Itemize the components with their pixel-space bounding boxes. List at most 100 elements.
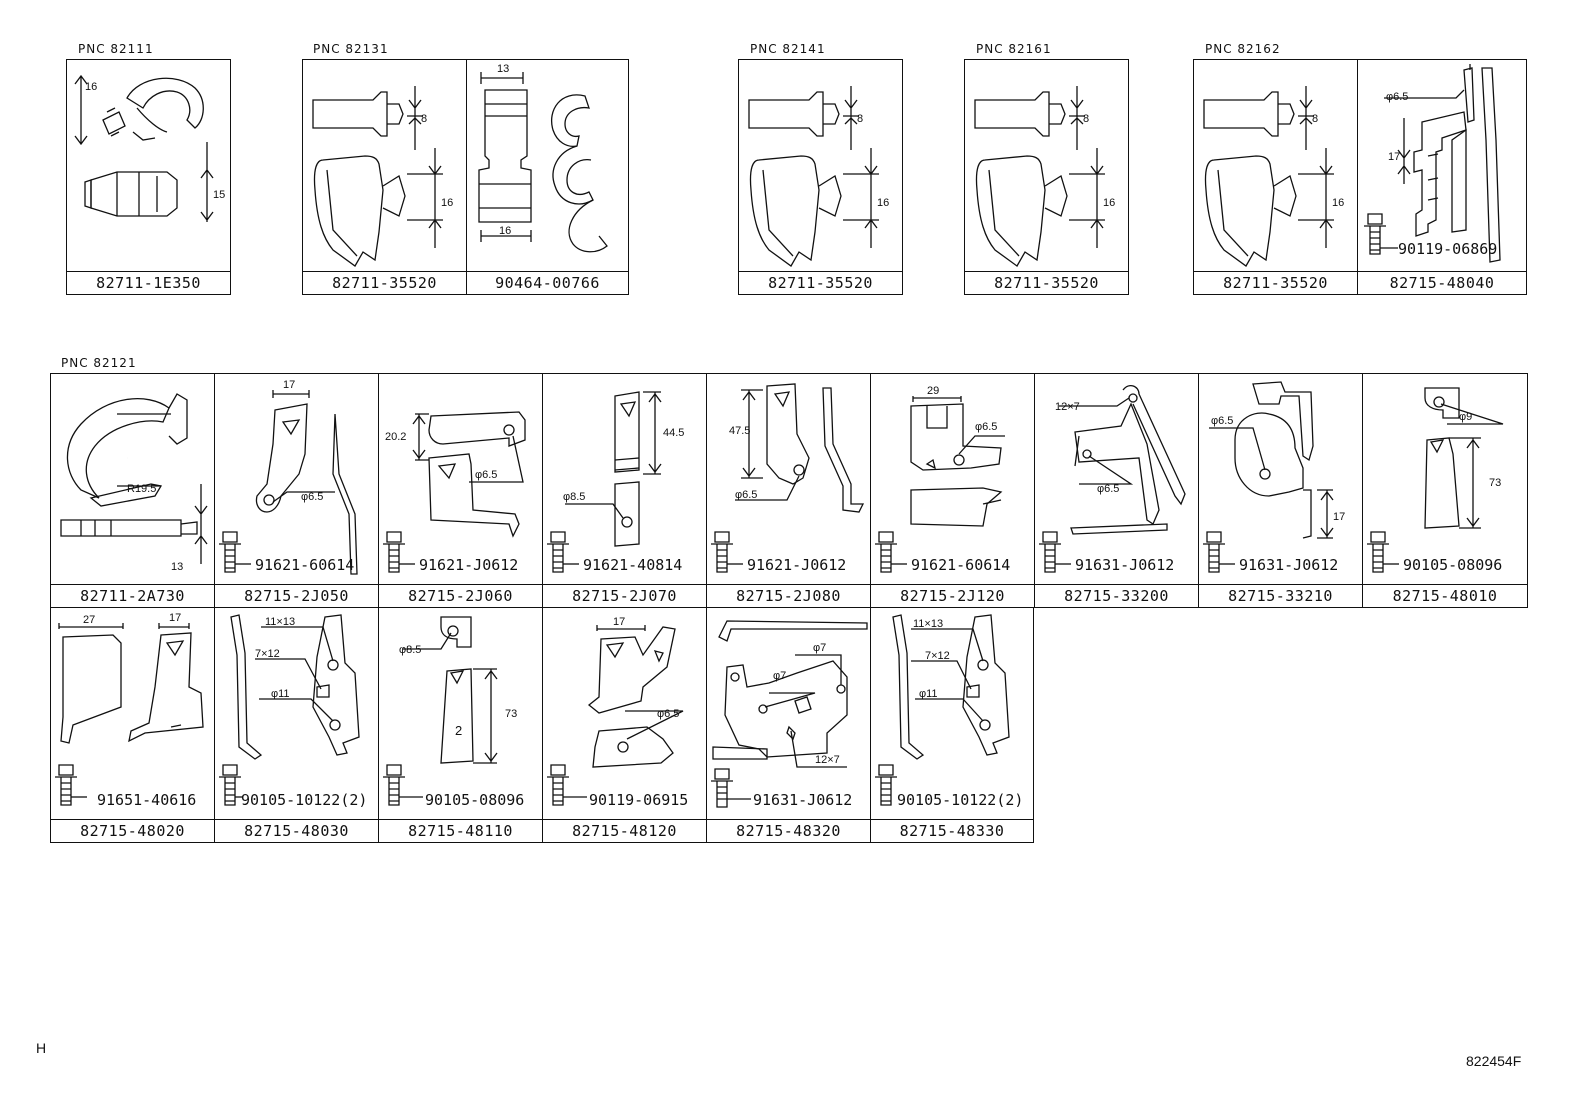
cell-divider (870, 374, 871, 607)
dim-phi-6.5: φ6.5 (301, 491, 323, 503)
dim-phi-6.5: φ6.5 (735, 489, 757, 501)
bolt-number: 91631-J0612 (1239, 556, 1339, 574)
part-cell-82715-2J080[interactable]: 47.5 φ6.5 91621-J0612 82715-2J080 (707, 374, 870, 607)
part-cell-82715-48320[interactable]: φ7 φ7 12×7 91631-J0612 82715-48320 (707, 607, 870, 842)
cell-divider (378, 607, 379, 842)
bolt-number: 90105-08096 (1403, 556, 1503, 574)
bolt-number: 91621-J0612 (747, 556, 847, 574)
bolt-icon (219, 532, 251, 572)
bolt-number: 91621-60614 (911, 556, 1011, 574)
bracket-drawing: φ6.5 17 (1358, 60, 1526, 270)
table-row-2: R19.5 13 82711-2A730 17 φ6.5 91621-60614 (50, 373, 1528, 608)
dim-17: 17 (1333, 511, 1345, 523)
cell-divider (466, 60, 467, 294)
part-number: 82715-2J080 (707, 584, 870, 607)
group-82141: 8 16 82711-35520 (738, 59, 903, 295)
bolt-icon (875, 765, 897, 805)
dim-27: 27 (83, 614, 95, 626)
clip-drawing: 8 16 (739, 60, 889, 270)
cell-divider (1362, 374, 1363, 607)
bracket-drawing: 20.2 φ6.5 (379, 374, 542, 583)
dim-13: 13 (171, 561, 183, 573)
part-cell-82715-48020[interactable]: 27 17 91651-40616 82715-48020 (51, 607, 214, 842)
part-number: 82711-1E350 (67, 271, 230, 294)
clip-drawing: 8 16 (965, 60, 1115, 270)
part-number: 82715-33200 (1035, 584, 1198, 607)
part-cell-82711-35520[interactable]: 8 16 82711-35520 (303, 60, 466, 294)
part-cell-82715-48110[interactable]: φ8.5 73 2 90105-08096 82715-48110 (379, 607, 542, 842)
dim-16: 16 (441, 197, 453, 209)
bracket-drawing: 17 φ6.5 (215, 379, 378, 583)
part-cell-82715-2J060[interactable]: 20.2 φ6.5 91621-J0612 82715-2J060 (379, 374, 542, 607)
bracket-drawing: φ9 73 (1363, 374, 1527, 583)
pnc-label-82111: PNC 82111 (78, 42, 154, 56)
dim-17: 17 (283, 379, 295, 391)
bolt-icon (1367, 532, 1399, 572)
dim-7x12: 7×12 (925, 650, 950, 662)
dim-29: 29 (927, 385, 939, 397)
pnc-label-82141: PNC 82141 (750, 42, 826, 56)
bolt-number: 90105-10122(2) (241, 791, 368, 809)
part-cell-82715-48040[interactable]: φ6.5 17 90119-06869 82715-48040 (1358, 60, 1526, 294)
bolt-icon (55, 765, 87, 805)
dim-phi-11: φ11 (271, 688, 290, 700)
part-cell-82711-35520[interactable]: 8 16 82711-35520 (739, 60, 902, 294)
part-cell-82715-33200[interactable]: 12×7 φ6.5 91631-J0612 82715-33200 (1035, 374, 1198, 607)
part-cell-82715-48330[interactable]: 11×13 7×12 φ11 90105-10122(2) 82715-4833… (871, 607, 1033, 842)
dim-11x13: 11×13 (265, 616, 295, 628)
part-cell-90464-00766[interactable]: 13 16 90464-00766 (467, 60, 628, 294)
dim-13: 13 (497, 63, 509, 75)
part-number: 82711-35520 (965, 271, 1128, 294)
part-cell-82715-2J120[interactable]: 29 φ6.5 91621-60614 82715-2J120 (871, 374, 1034, 607)
dim-44.5: 44.5 (663, 427, 684, 439)
clip-drawing: 8 16 (1194, 60, 1344, 270)
cell-divider (378, 374, 379, 607)
dim-15: 15 (213, 189, 225, 201)
dim-73: 73 (1489, 477, 1501, 489)
pnc-label-82121: PNC 82121 (61, 356, 137, 370)
bracket-drawing: φ8.5 73 2 (379, 607, 517, 818)
part-cell-82715-48030[interactable]: 11×13 7×12 φ11 90105-10122(2) 82715-4803… (215, 607, 378, 842)
dim-phi-7-b: φ7 (773, 670, 786, 682)
bolt-number: 90105-10122(2) (897, 791, 1024, 809)
part-cell-82711-1E350[interactable]: 16 15 82711-1E350 (67, 60, 230, 294)
cell-divider (1357, 60, 1358, 294)
dim-11x13: 11×13 (913, 618, 943, 630)
part-cell-82715-48010[interactable]: φ9 73 90105-08096 82715-48010 (1363, 374, 1527, 607)
clip-drawing: 8 16 (303, 60, 453, 270)
cell-divider (706, 374, 707, 607)
clamp-drawing: 13 16 (467, 63, 628, 270)
part-number: 82711-35520 (739, 271, 902, 294)
part-number: 90464-00766 (467, 271, 628, 294)
part-number: 82715-48020 (51, 819, 214, 842)
part-number: 82715-48010 (1363, 584, 1527, 607)
part-number: 82715-48030 (215, 819, 378, 842)
part-cell-82711-2A730[interactable]: R19.5 13 82711-2A730 (51, 374, 214, 607)
bolt-icon (383, 765, 423, 805)
pnc-label-82131: PNC 82131 (313, 42, 389, 56)
part-cell-82711-35520[interactable]: 8 16 82711-35520 (1194, 60, 1357, 294)
part-number: 82715-48120 (543, 819, 706, 842)
bolt-icon (1364, 214, 1398, 254)
bolt-icon (875, 532, 907, 572)
part-cell-82715-2J070[interactable]: 44.5 φ8.5 91621-40814 82715-2J070 (543, 374, 706, 607)
cell-divider (870, 607, 871, 842)
dim-8: 8 (857, 113, 863, 125)
part-number: 82715-2J050 (215, 584, 378, 607)
cell-divider (214, 374, 215, 607)
bolt-icon (383, 532, 415, 572)
part-cell-82715-48120[interactable]: 17 φ6.5 90119-06915 82715-48120 (543, 607, 706, 842)
bracket-drawing: φ6.5 17 (1199, 374, 1345, 583)
footer-left-label: H (36, 1040, 47, 1056)
dim-8: 8 (421, 113, 427, 125)
part-number: 82715-48040 (1358, 271, 1526, 294)
dim-73: 73 (505, 708, 517, 720)
part-cell-82715-2J050[interactable]: 17 φ6.5 91621-60614 82715-2J050 (215, 374, 378, 607)
pnc-label-82161: PNC 82161 (976, 42, 1052, 56)
bolt-number: 90119-06915 (589, 791, 689, 809)
dim-20.2: 20.2 (385, 431, 406, 443)
dim-phi-6.5: φ6.5 (975, 421, 997, 433)
part-cell-82715-33210[interactable]: φ6.5 17 91631-J0612 82715-33210 (1199, 374, 1362, 607)
figure-code: 822454F (1466, 1053, 1522, 1069)
part-cell-82711-35520[interactable]: 8 16 82711-35520 (965, 60, 1128, 294)
